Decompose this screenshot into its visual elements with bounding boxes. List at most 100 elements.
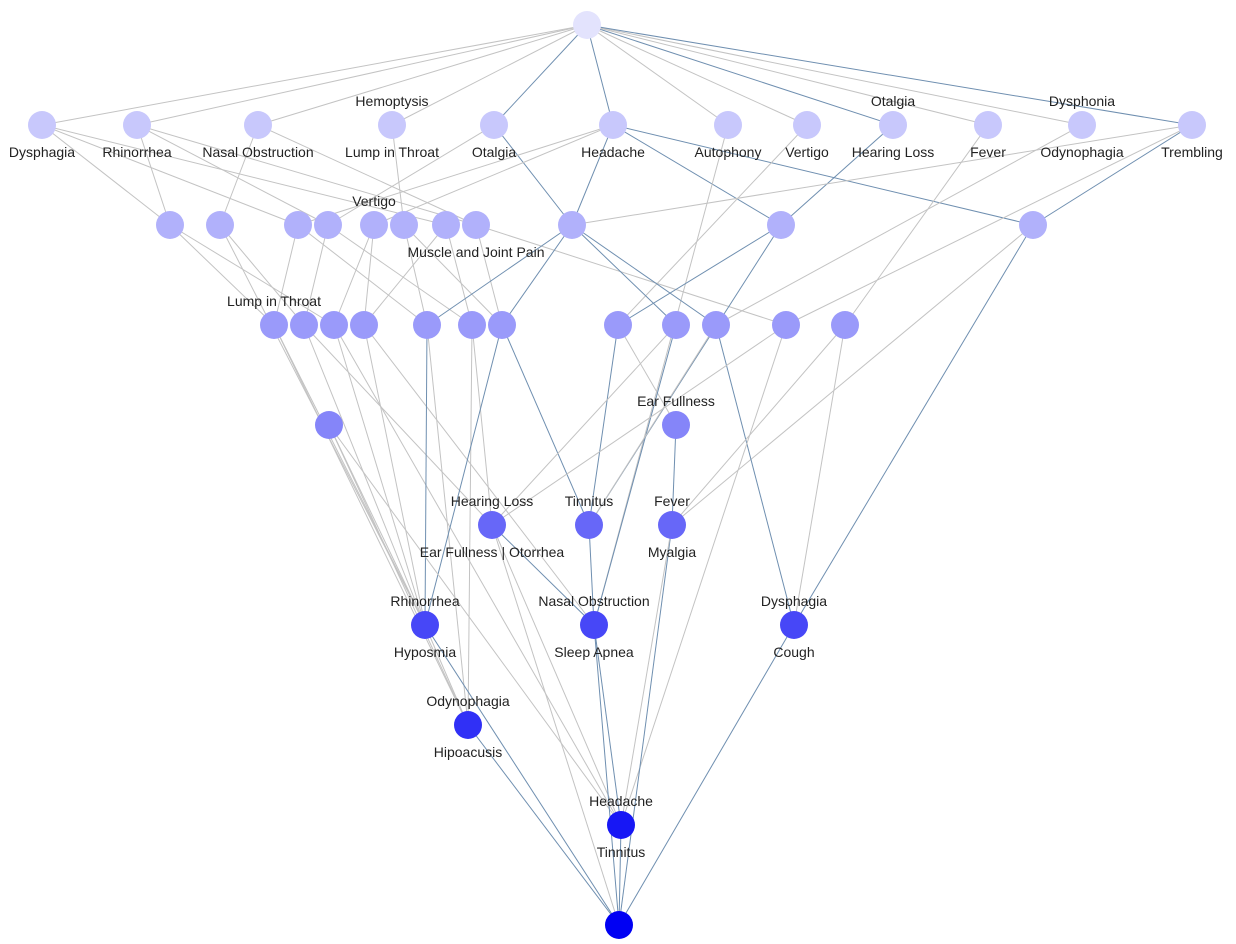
lattice-edge (475, 224, 787, 326)
lattice-node[interactable] (320, 311, 348, 339)
label-trembling-top: Trembling (1161, 144, 1223, 160)
lattice-edge (303, 324, 493, 526)
lattice-node[interactable] (314, 211, 342, 239)
lattice-node[interactable] (714, 111, 742, 139)
lattice-edge (491, 324, 677, 526)
lattice-node[interactable] (480, 111, 508, 139)
lattice-node[interactable] (702, 311, 730, 339)
lattice-edge (586, 24, 808, 126)
lattice-node[interactable] (599, 111, 627, 139)
lattice-node[interactable] (315, 411, 343, 439)
lattice-node[interactable] (244, 111, 272, 139)
lattice-node[interactable] (206, 211, 234, 239)
lattice-edge (780, 124, 894, 226)
label-fever-mid: Fever (654, 493, 690, 509)
label-otalgia-top: Otalgia (472, 144, 517, 160)
lattice-node[interactable] (360, 211, 388, 239)
lattice-edge (391, 24, 588, 126)
lattice-edge (373, 124, 614, 226)
lattice-node[interactable] (772, 311, 800, 339)
lattice-node[interactable] (390, 211, 418, 239)
lattice-node[interactable] (573, 11, 601, 39)
lattice-node[interactable] (662, 411, 690, 439)
lattice-edge (41, 24, 588, 126)
lattice-edge (793, 324, 846, 626)
lattice-edge (593, 624, 620, 926)
lattice-edge (586, 24, 989, 126)
lattice-edge (588, 524, 595, 626)
lattice-edge (593, 324, 677, 626)
lattice-node[interactable] (831, 311, 859, 339)
lattice-edge (403, 224, 503, 326)
lattice-node[interactable] (378, 111, 406, 139)
lattice-node[interactable] (432, 211, 460, 239)
lattice-edge (467, 724, 620, 926)
lattice-edge (328, 424, 469, 726)
lattice-node[interactable] (350, 311, 378, 339)
lattice-edge (136, 24, 588, 126)
label-muscle-joint-pain: Muscle and Joint Pain (408, 244, 545, 260)
lattice-node[interactable] (478, 511, 506, 539)
lattice-node[interactable] (462, 211, 490, 239)
lattice-edge (303, 324, 426, 626)
label-fever-top: Fever (970, 144, 1006, 160)
lattice-edge (273, 324, 469, 726)
lattice-edge (363, 224, 375, 326)
lattice-node[interactable] (1019, 211, 1047, 239)
lattice-node[interactable] (662, 311, 690, 339)
lattice-node[interactable] (488, 311, 516, 339)
lattice-node[interactable] (780, 611, 808, 639)
label-odynophagia-top: Odynophagia (1040, 144, 1124, 160)
lattice-node[interactable] (284, 211, 312, 239)
lattice-edge (785, 124, 1193, 326)
lattice-node[interactable] (1068, 111, 1096, 139)
lattice-node[interactable] (658, 511, 686, 539)
lattice-edge (588, 324, 619, 526)
label-odynophagia-low: Odynophagia (426, 693, 510, 709)
lattice-node[interactable] (458, 311, 486, 339)
lattice-node[interactable] (413, 311, 441, 339)
lattice-edge (671, 324, 846, 526)
label-cough: Cough (773, 644, 814, 660)
lattice-node[interactable] (260, 311, 288, 339)
label-ear-fullness-otorrhea: Ear Fullness | Otorrhea (420, 544, 565, 560)
lattice-edge (467, 324, 473, 726)
lattice-edge (297, 124, 614, 226)
lattice-node[interactable] (290, 311, 318, 339)
lattice-edge (41, 124, 171, 226)
lattice-node[interactable] (411, 611, 439, 639)
lattice-node[interactable] (767, 211, 795, 239)
lattice-edge (273, 324, 426, 626)
lattice-edge (297, 224, 428, 326)
lattice-node[interactable] (575, 511, 603, 539)
lattice-edge (169, 224, 275, 326)
lattice-node[interactable] (28, 111, 56, 139)
lattice-node[interactable] (793, 111, 821, 139)
lattice-edge (715, 324, 795, 626)
lattice-edge (328, 424, 426, 626)
lattice-node[interactable] (879, 111, 907, 139)
lattice-edge (403, 224, 428, 326)
lattice-node[interactable] (123, 111, 151, 139)
lattice-node[interactable] (604, 311, 632, 339)
lattice-node[interactable] (454, 711, 482, 739)
lattice-edge (671, 424, 677, 526)
lattice-node[interactable] (156, 211, 184, 239)
label-lump-in-throat-mid: Lump in Throat (227, 293, 321, 309)
lattice-edge (586, 24, 614, 126)
label-dysphagia-low: Dysphagia (761, 593, 827, 609)
lattice-node[interactable] (607, 811, 635, 839)
lattice-edge (571, 124, 614, 226)
label-headache-low: Headache (589, 793, 653, 809)
lattice-edge (617, 324, 677, 426)
lattice-edge (501, 224, 573, 326)
label-autophony-top: Autophony (695, 144, 762, 160)
lattice-node[interactable] (1178, 111, 1206, 139)
lattice-node[interactable] (580, 611, 608, 639)
lattice-edge (303, 224, 329, 326)
lattice-node[interactable] (605, 911, 633, 939)
lattice-edge (1032, 124, 1193, 226)
lattice-node[interactable] (558, 211, 586, 239)
lattice-node[interactable] (974, 111, 1002, 139)
